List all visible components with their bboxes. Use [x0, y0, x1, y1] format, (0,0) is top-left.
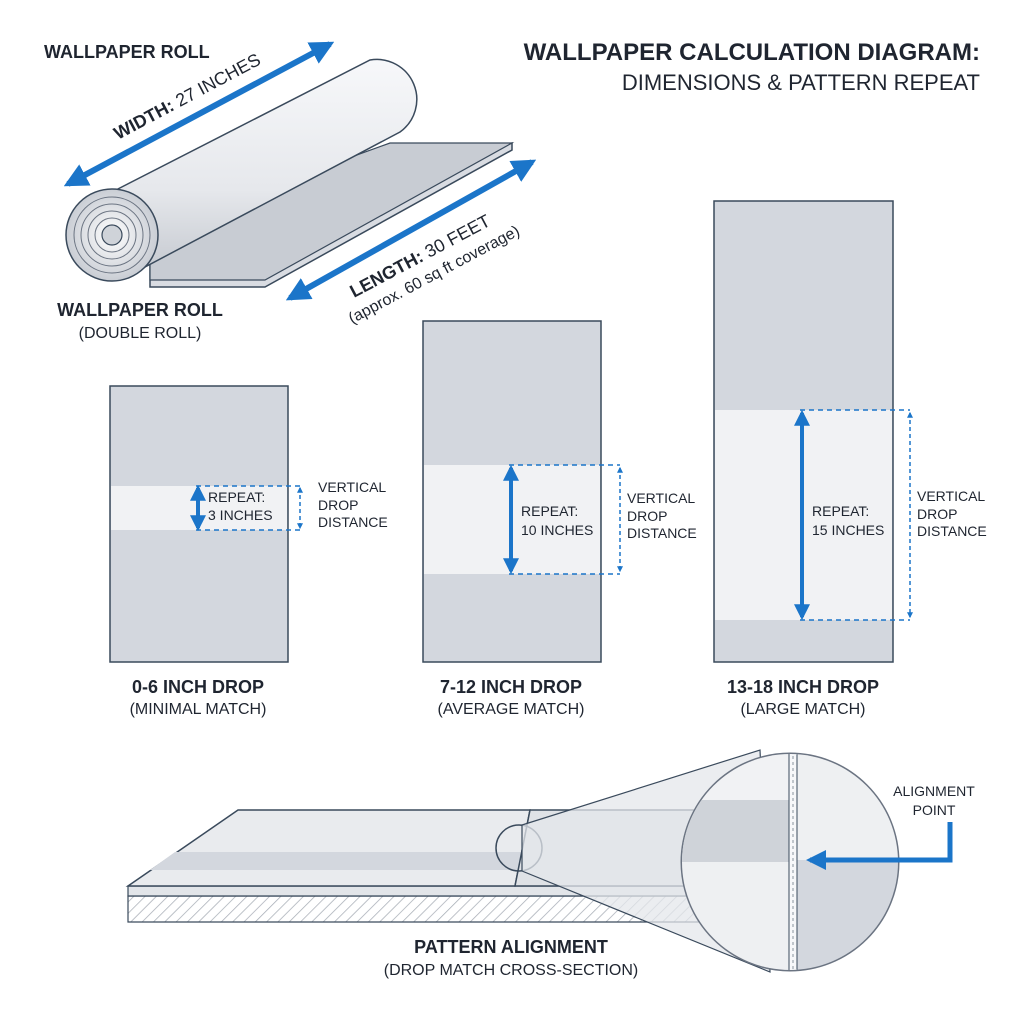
drop-panel-large: REPEAT: 15 INCHES VERTICAL DROP DISTANCE [713, 200, 987, 663]
left-sheet [125, 809, 531, 887]
alignment-point-arrow [806, 822, 953, 870]
drop-caption-sub-average: (AVERAGE MATCH) [438, 701, 585, 718]
wallpaper-roll-illustration [63, 41, 537, 301]
repeat-value: 3 INCHES [208, 507, 273, 523]
repeat-value: 15 INCHES [812, 522, 884, 538]
drop-panel-average: REPEAT: 10 INCHES VERTICAL DROP DISTANCE [422, 320, 697, 663]
alignment-caption-sub: (DROP MATCH CROSS-SECTION) [384, 962, 639, 979]
alignment-point-label-2: POINT [913, 802, 956, 818]
side-label-2: DROP [627, 508, 667, 524]
alignment-point-label-1: ALIGNMENT [893, 783, 975, 799]
title-line-1: WALLPAPER CALCULATION DIAGRAM: [524, 39, 980, 66]
roll-caption-sub: (DOUBLE ROLL) [79, 325, 202, 342]
side-label-1: VERTICAL [627, 490, 695, 506]
repeat-label: REPEAT: [812, 503, 869, 519]
diagram-title: WALLPAPER CALCULATION DIAGRAM: DIMENSION… [524, 39, 980, 95]
side-label-2: DROP [318, 497, 358, 513]
repeat-label: REPEAT: [521, 503, 578, 519]
side-label-1: VERTICAL [318, 479, 386, 495]
roll-top-label: WALLPAPER ROLL [44, 42, 210, 62]
drop-caption-large: 13-18 INCH DROP [727, 677, 879, 697]
width-key: WIDTH: [110, 95, 177, 143]
side-label-3: DISTANCE [917, 523, 987, 539]
drop-caption-sub-minimal: (MINIMAL MATCH) [130, 701, 267, 718]
side-label-1: VERTICAL [917, 488, 985, 504]
side-label-3: DISTANCE [318, 514, 388, 530]
roll-end-face [65, 188, 159, 282]
drop-caption-sub-large: (LARGE MATCH) [740, 701, 865, 718]
length-dimension-arrow [285, 159, 537, 301]
side-label-3: DISTANCE [627, 525, 697, 541]
width-dimension-arrow [63, 41, 335, 187]
repeat-value: 10 INCHES [521, 522, 593, 538]
repeat-label: REPEAT: [208, 489, 265, 505]
roll-caption: WALLPAPER ROLL [57, 300, 223, 320]
drop-caption-minimal: 0-6 INCH DROP [132, 677, 264, 697]
left-sheet-band [150, 852, 530, 870]
drop-caption-average: 7-12 INCH DROP [440, 677, 582, 697]
side-label-2: DROP [917, 506, 957, 522]
pattern-alignment-illustration [125, 749, 953, 973]
drop-panel-minimal: REPEAT: 3 INCHES VERTICAL DROP DISTANCE [109, 385, 388, 663]
title-line-2: DIMENSIONS & PATTERN REPEAT [622, 70, 980, 95]
alignment-caption: PATTERN ALIGNMENT [414, 937, 608, 957]
